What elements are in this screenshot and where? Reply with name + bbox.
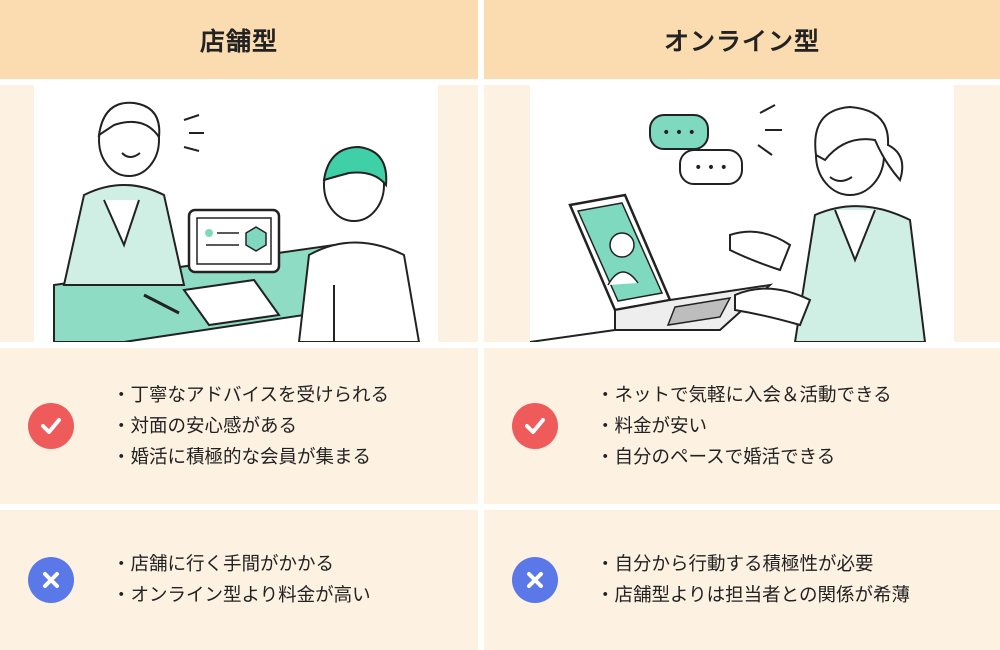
check-badge [512, 403, 558, 449]
column-title-online: オンライン型 [663, 26, 820, 56]
check-badge [28, 403, 74, 449]
online-scene-svg: • • • • • • [530, 104, 927, 342]
illustration-cell-online: • • • • • • [484, 85, 1000, 342]
column-title-store: 店舗型 [199, 26, 278, 56]
header-store-type: 店舗型 [0, 0, 478, 79]
list-item: 自分から行動する積極性が必要 [596, 549, 910, 580]
list-item: 丁寧なアドバイスを受けられる [112, 380, 389, 411]
online-consultation-illustration: • • • • • • [530, 85, 954, 342]
cons-cell-online: 自分から行動する積極性が必要 店舗型よりは担当者との関係が希薄 [484, 510, 1000, 650]
list-item: ネットで気軽に入会＆活動できる [596, 380, 892, 411]
svg-text:• • •: • • • [662, 125, 696, 141]
store-consultation-illustration [34, 85, 438, 342]
store-pros-list: 丁寧なアドバイスを受けられる 対面の安心感がある 婚活に積極的な会員が集まる [112, 380, 389, 473]
cons-cell-store: 店舗に行く手間がかかる オンライン型より料金が高い [0, 510, 478, 650]
store-cons-list: 店舗に行く手間がかかる オンライン型より料金が高い [112, 549, 371, 611]
cross-badge [28, 557, 74, 603]
check-icon [41, 418, 61, 434]
list-item: 自分のペースで婚活できる [596, 442, 892, 473]
online-pros-list: ネットで気軽に入会＆活動できる 料金が安い 自分のペースで婚活できる [596, 380, 892, 473]
online-cons-list: 自分から行動する積極性が必要 店舗型よりは担当者との関係が希薄 [596, 549, 910, 611]
list-item: 店舗型よりは担当者との関係が希薄 [596, 580, 910, 611]
pros-cell-online: ネットで気軽に入会＆活動できる 料金が安い 自分のペースで婚活できる [484, 348, 1000, 504]
cross-icon [527, 572, 543, 588]
pros-cell-store: 丁寧なアドバイスを受けられる 対面の安心感がある 婚活に積極的な会員が集まる [0, 348, 478, 504]
svg-text:• • •: • • • [694, 160, 728, 176]
list-item: 対面の安心感がある [112, 411, 389, 442]
cross-badge [512, 557, 558, 603]
list-item: 婚活に積極的な会員が集まる [112, 442, 389, 473]
list-item: 料金が安い [596, 411, 892, 442]
list-item: 店舗に行く手間がかかる [112, 549, 371, 580]
cross-icon [43, 572, 59, 588]
illustration-cell-store [0, 85, 478, 342]
check-icon [525, 418, 545, 434]
list-item: オンライン型より料金が高い [112, 580, 371, 611]
store-scene-svg [53, 101, 421, 342]
header-online-type: オンライン型 [484, 0, 1000, 79]
